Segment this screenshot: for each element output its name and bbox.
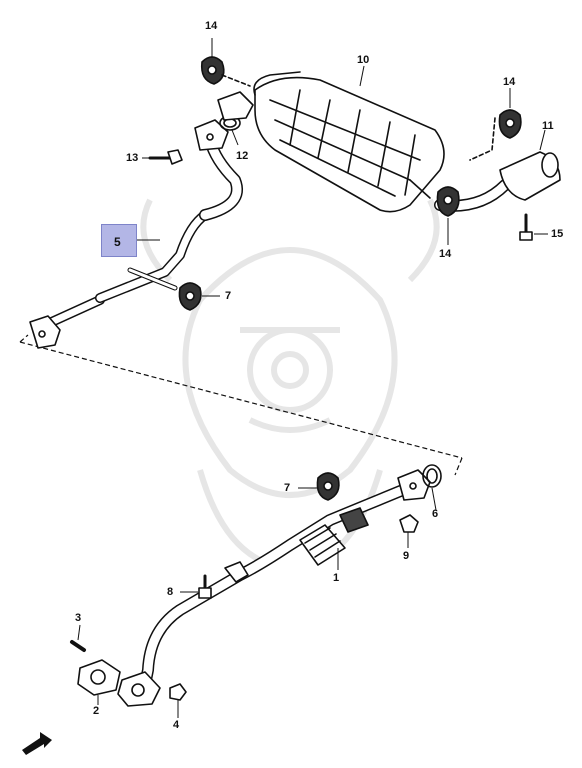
callout-12[interactable]: 12 — [236, 150, 249, 162]
bracket — [224, 561, 249, 583]
front-flange — [117, 671, 161, 707]
callout-7-lower[interactable]: 7 — [284, 482, 291, 494]
rubber-hanger — [498, 109, 522, 139]
gasket — [77, 659, 121, 696]
callout-11[interactable]: 11 — [542, 120, 554, 132]
callout-9[interactable]: 9 — [403, 550, 410, 562]
nut — [169, 683, 187, 701]
watermark-emblem — [140, 198, 440, 563]
rubber-hanger — [178, 282, 202, 311]
flexible-joint — [299, 507, 369, 566]
muffler-flange — [217, 91, 254, 121]
rear-flange — [397, 469, 431, 501]
callout-3[interactable]: 3 — [75, 612, 82, 624]
nut — [399, 514, 419, 533]
front-arrow-icon — [22, 732, 52, 755]
leader-lines — [77, 38, 548, 718]
rubber-hanger — [200, 56, 225, 85]
callout-8[interactable]: 8 — [167, 586, 174, 598]
callout-13[interactable]: 13 — [126, 152, 139, 164]
callout-10[interactable]: 10 — [357, 54, 370, 66]
callout-2[interactable]: 2 — [93, 705, 100, 717]
lower-assembly — [70, 464, 442, 707]
callout-14-right[interactable]: 14 — [503, 76, 516, 88]
rubber-hanger — [316, 472, 340, 501]
callout-4[interactable]: 4 — [173, 719, 180, 731]
callout-14-top[interactable]: 14 — [205, 20, 218, 32]
callout-14-middle[interactable]: 14 — [439, 248, 452, 260]
center-pipe — [40, 134, 243, 330]
rubber-hanger — [436, 186, 460, 217]
callout-6[interactable]: 6 — [432, 508, 439, 520]
callout-1[interactable]: 1 — [333, 572, 340, 584]
bolt — [519, 213, 533, 241]
front-pipe — [139, 479, 421, 691]
connector-line — [19, 334, 463, 476]
callout-5: 5 — [114, 235, 121, 249]
main-muffler — [253, 71, 445, 213]
bolt — [148, 149, 183, 165]
highlighted-part-5[interactable]: 5 — [101, 224, 137, 257]
upper-assembly — [29, 56, 561, 349]
stud — [70, 640, 86, 652]
bolt — [198, 574, 212, 599]
callout-15[interactable]: 15 — [551, 228, 564, 240]
callout-7-upper[interactable]: 7 — [225, 290, 232, 302]
gasket — [422, 464, 442, 488]
